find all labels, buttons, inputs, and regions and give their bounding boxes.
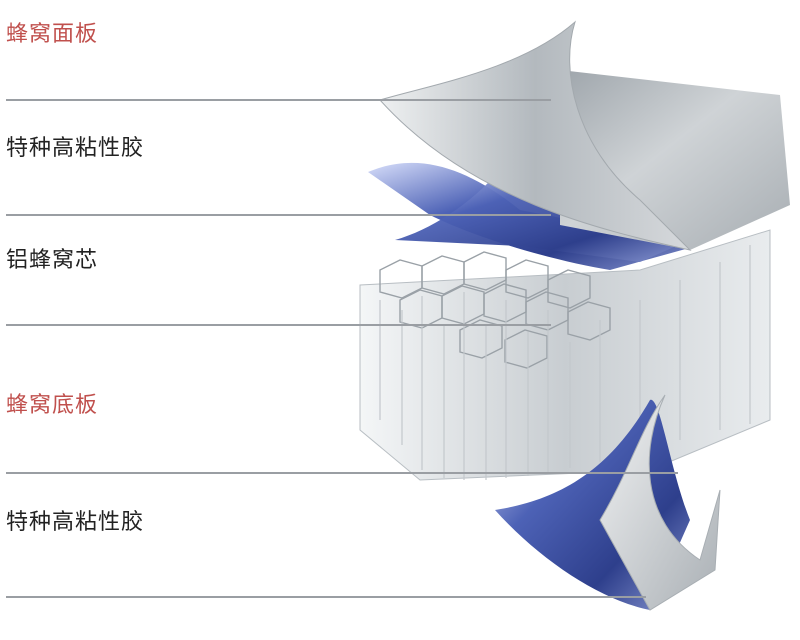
leader-line-top-panel <box>6 99 551 101</box>
leader-line-core <box>6 324 551 326</box>
layer-label-bottom-panel: 蜂窝底板 <box>6 393 99 418</box>
bottom-face-sheet <box>599 394 721 611</box>
honeycomb-core <box>359 229 771 481</box>
top-face-sheet <box>379 20 790 251</box>
leader-line-top-adhesive <box>6 214 551 216</box>
leader-line-bottom-panel <box>6 472 678 474</box>
leader-line-bottom-adhesive <box>6 596 646 598</box>
layer-label-bottom-adhesive: 特种高粘性胶 <box>6 510 145 535</box>
layer-label-core: 铝蜂窝芯 <box>6 248 99 273</box>
layer-label-top-adhesive: 特种高粘性胶 <box>6 136 145 161</box>
layer-label-top-panel: 蜂窝面板 <box>6 22 99 47</box>
